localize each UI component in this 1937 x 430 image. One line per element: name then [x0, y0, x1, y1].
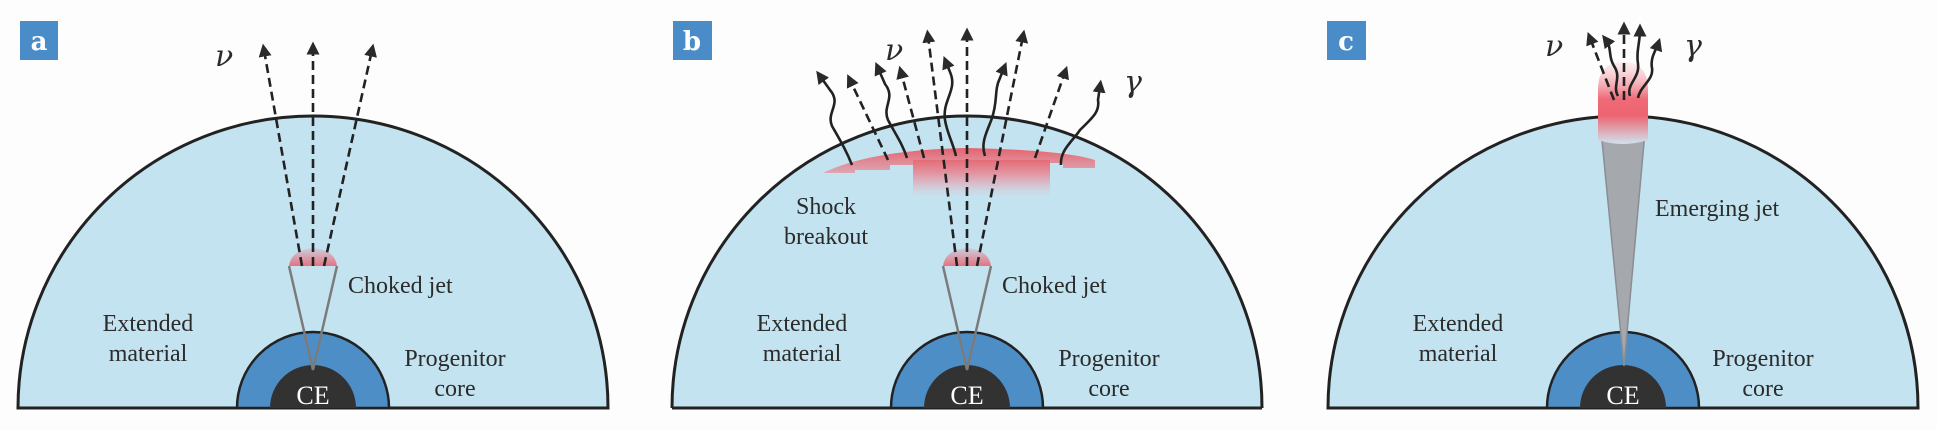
panel-c: c CE ν γ Emerging jet Extended material …: [1326, 21, 1920, 410]
panel-b: b CE ν γ S: [670, 21, 1264, 410]
panel-label-box: [20, 21, 58, 60]
neutrino-arrows: [1586, 21, 1631, 101]
extended-material-label-2: material: [763, 341, 842, 367]
neutrino-arrow: [922, 29, 959, 267]
gamma-ray: [1059, 79, 1106, 166]
jet-label: Emerging jet: [1655, 196, 1780, 222]
gamma-ray: [874, 62, 909, 159]
panel-label: a: [31, 27, 48, 57]
panel-label-box: [673, 21, 712, 60]
gamma-symbol: γ: [1124, 65, 1142, 100]
central-engine-label: CE: [1606, 381, 1639, 410]
central-engine-label: CE: [296, 381, 329, 410]
progenitor-core-label-1: Progenitor: [1058, 346, 1159, 372]
central-engine: [1580, 365, 1666, 408]
neutrino-arrow: [258, 43, 304, 267]
gamma-rays: [1602, 23, 1663, 99]
extended-material-label-2: material: [109, 341, 188, 367]
neutrino-arrows: [846, 27, 1069, 267]
gamma-ray: [1602, 34, 1620, 97]
progenitor-core-label-2: core: [1088, 376, 1129, 402]
gamma-ray: [942, 55, 958, 157]
progenitor-core-label-1: Progenitor: [1712, 346, 1813, 372]
gamma-rays: [816, 55, 1106, 166]
panel-label: c: [1338, 27, 1354, 57]
progenitor-core-label-1: Progenitor: [404, 346, 505, 372]
neutrino-symbol: ν: [215, 39, 233, 74]
jet-head: [1598, 62, 1648, 144]
neutrino-arrow: [1586, 31, 1616, 101]
panel-a: a CE ν Extended material Choked jet Prog…: [16, 21, 610, 410]
neutrino-arrow: [1033, 65, 1069, 159]
extended-material-label-1: Extended: [757, 311, 848, 337]
gamma-ray: [816, 70, 854, 166]
extended-material-outline: [670, 114, 1264, 409]
neutrino-arrow: [975, 29, 1029, 267]
extended-material-label-2: material: [1419, 341, 1498, 367]
shock-breakout-label-1: Shock: [796, 194, 856, 220]
jet-cone: [287, 265, 339, 371]
progenitor-core-label-2: core: [1742, 376, 1783, 402]
neutrino-arrow: [846, 74, 890, 161]
panel-label: b: [683, 27, 701, 57]
central-engine-label: CE: [950, 381, 983, 410]
gamma-symbol: γ: [1684, 29, 1702, 64]
gamma-ray: [1627, 23, 1647, 97]
neutrino-arrow: [896, 65, 926, 159]
neutrino-arrows: [258, 41, 377, 267]
gamma-ray: [982, 61, 1008, 157]
progenitor-core-label-2: core: [434, 376, 475, 402]
gamma-ray: [1636, 37, 1663, 99]
neutrino-symbol: ν: [1545, 29, 1563, 64]
panel-label-box: [1327, 21, 1366, 60]
neutrino-arrow: [322, 43, 377, 267]
extended-material-label-1: Extended: [103, 311, 194, 337]
jet-label: Choked jet: [1002, 273, 1107, 299]
neutrino-symbol: ν: [885, 33, 903, 68]
central-engine: [270, 365, 356, 408]
shock-breakout-label-2: breakout: [784, 224, 868, 250]
jet-label: Choked jet: [348, 273, 453, 299]
emerging-jet: [1598, 62, 1648, 367]
central-engine: [924, 365, 1010, 408]
extended-material-label-1: Extended: [1413, 311, 1504, 337]
jet-cone: [941, 265, 993, 371]
shock-breakout-region: [823, 148, 1095, 196]
